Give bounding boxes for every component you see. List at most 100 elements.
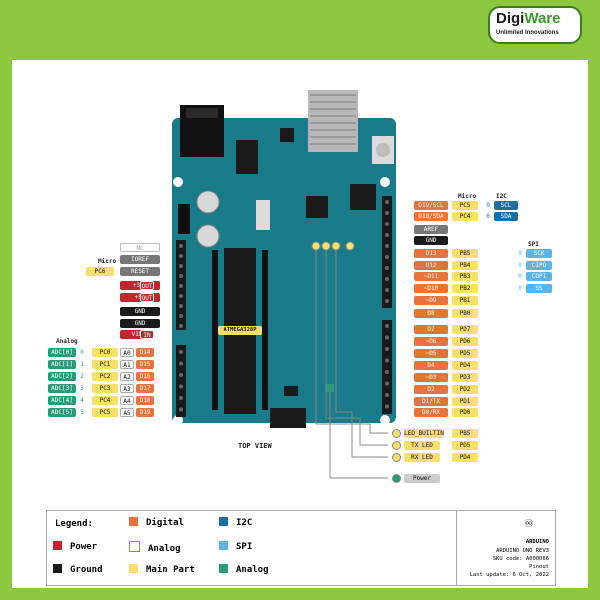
legend-label: I2C [236, 518, 253, 528]
mount-hole-3 [173, 415, 183, 425]
mount-hole-4 [380, 415, 390, 425]
usb-mcu [306, 196, 328, 218]
pin-tag: OUT [140, 293, 154, 302]
analog-channel: 5 [78, 408, 86, 417]
header-pin [179, 373, 183, 377]
rx-led-line [335, 250, 388, 458]
analog-d-label: D18 [136, 396, 154, 405]
header-pin [385, 288, 389, 292]
analog-a-label: A3 [120, 384, 134, 393]
legend-swatch [219, 564, 228, 573]
info-brand: ARDUINO [525, 539, 549, 545]
led-marker-icon [392, 441, 401, 450]
analog-d-label: D17 [136, 384, 154, 393]
spi-num: 0 [516, 249, 524, 258]
led-marker-icon [392, 474, 401, 483]
header-pin [385, 266, 389, 270]
header-pin [385, 381, 389, 386]
pin-tag: OUT [140, 281, 154, 290]
led-icon [321, 241, 331, 251]
right-pin-port: PC5 [452, 201, 478, 210]
analog-port: PC4 [92, 396, 118, 405]
info-model: ARDUINO UNO REV3 [496, 548, 549, 554]
legend-swatch [129, 541, 140, 552]
header-pin [385, 335, 389, 340]
digital-pin-label: D4 [414, 361, 448, 370]
power-led [326, 384, 334, 392]
analog-port: PC1 [92, 360, 118, 369]
analog-adc: ADC[4] [48, 396, 76, 405]
header-pin [179, 264, 183, 268]
digital-pin-label: ~D11 [414, 272, 448, 281]
legend-item: Analog [129, 541, 181, 554]
header-pin [385, 324, 389, 328]
spi-num: 0 [516, 261, 524, 270]
legend-item: Digital [129, 517, 184, 528]
digital-pin-label: ~D6 [414, 337, 448, 346]
header-pin [385, 358, 389, 363]
analog-port: PC5 [92, 408, 118, 417]
digital-pin-port: PD6 [452, 337, 478, 346]
header-pin [385, 277, 389, 281]
legend-title: Legend: [55, 519, 93, 529]
pin-tag: IN [140, 330, 154, 339]
header-pin [385, 370, 389, 374]
legend-label: Power [70, 542, 98, 552]
digital-pin-port: PB4 [452, 261, 478, 270]
digital-pin-label: D1/TX [414, 397, 448, 406]
header-pin [385, 222, 389, 226]
header-pin [385, 255, 389, 259]
board-pcb [172, 118, 396, 423]
digital-pin-port: PB3 [452, 272, 478, 281]
i2c-header: I2C [496, 193, 507, 200]
dip-socket-right [262, 250, 268, 410]
left-pin-label: NC [120, 243, 160, 252]
legend-label: Analog [148, 544, 181, 554]
analog-a-label: A1 [120, 360, 134, 369]
digital-pin-port: PD5 [452, 349, 478, 358]
header-pin [179, 294, 183, 298]
led-port: PB5 [452, 429, 478, 438]
analog-port: PC0 [92, 348, 118, 357]
analog-d-label: D15 [136, 360, 154, 369]
i2c-num: 0 [484, 212, 492, 221]
voltage-regulator [236, 140, 258, 174]
right-header-lower [382, 320, 392, 414]
header-pin [179, 350, 183, 354]
left-analog-header [176, 345, 186, 417]
led-marker-icon [392, 453, 401, 462]
crystal [256, 200, 270, 230]
micro-header: Micro [98, 258, 117, 265]
info-updated: Last update: 6 Oct, 2022 [469, 572, 549, 578]
digital-pin-port: PB1 [452, 296, 478, 305]
led-port: PD5 [452, 441, 478, 450]
digital-pin-label: D2 [414, 385, 448, 394]
analog-channel: 0 [78, 348, 86, 357]
header-pin [179, 284, 183, 288]
analog-channel: 3 [78, 384, 86, 393]
digiware-logo[interactable]: DigiWare Unlimited Innovations [488, 6, 582, 44]
reset-button [376, 143, 390, 157]
digital-pin-label: ~D9 [414, 296, 448, 305]
analog-adc: ADC[2] [48, 372, 76, 381]
legend-item: I2C [219, 517, 252, 528]
legend-swatch [53, 541, 62, 550]
header-pin [179, 254, 183, 258]
usb-ridge [310, 122, 356, 124]
digital-pin-port: PD0 [452, 408, 478, 417]
usb-ridge [310, 94, 356, 96]
header-pin [179, 304, 183, 308]
usb-ridge [310, 129, 356, 131]
legend-label: Ground [70, 565, 103, 575]
analog-d-label: D14 [136, 348, 154, 357]
usb-ridge [310, 115, 356, 117]
mount-hole-2 [380, 177, 390, 187]
header-pin [179, 396, 183, 400]
legend-swatch [53, 564, 62, 573]
led-label: Power [404, 474, 440, 483]
legend-item: Ground [53, 564, 103, 575]
digital-pin-label: D7 [414, 325, 448, 334]
spi-num: 0 [516, 272, 524, 281]
capacitor-2 [196, 224, 220, 248]
